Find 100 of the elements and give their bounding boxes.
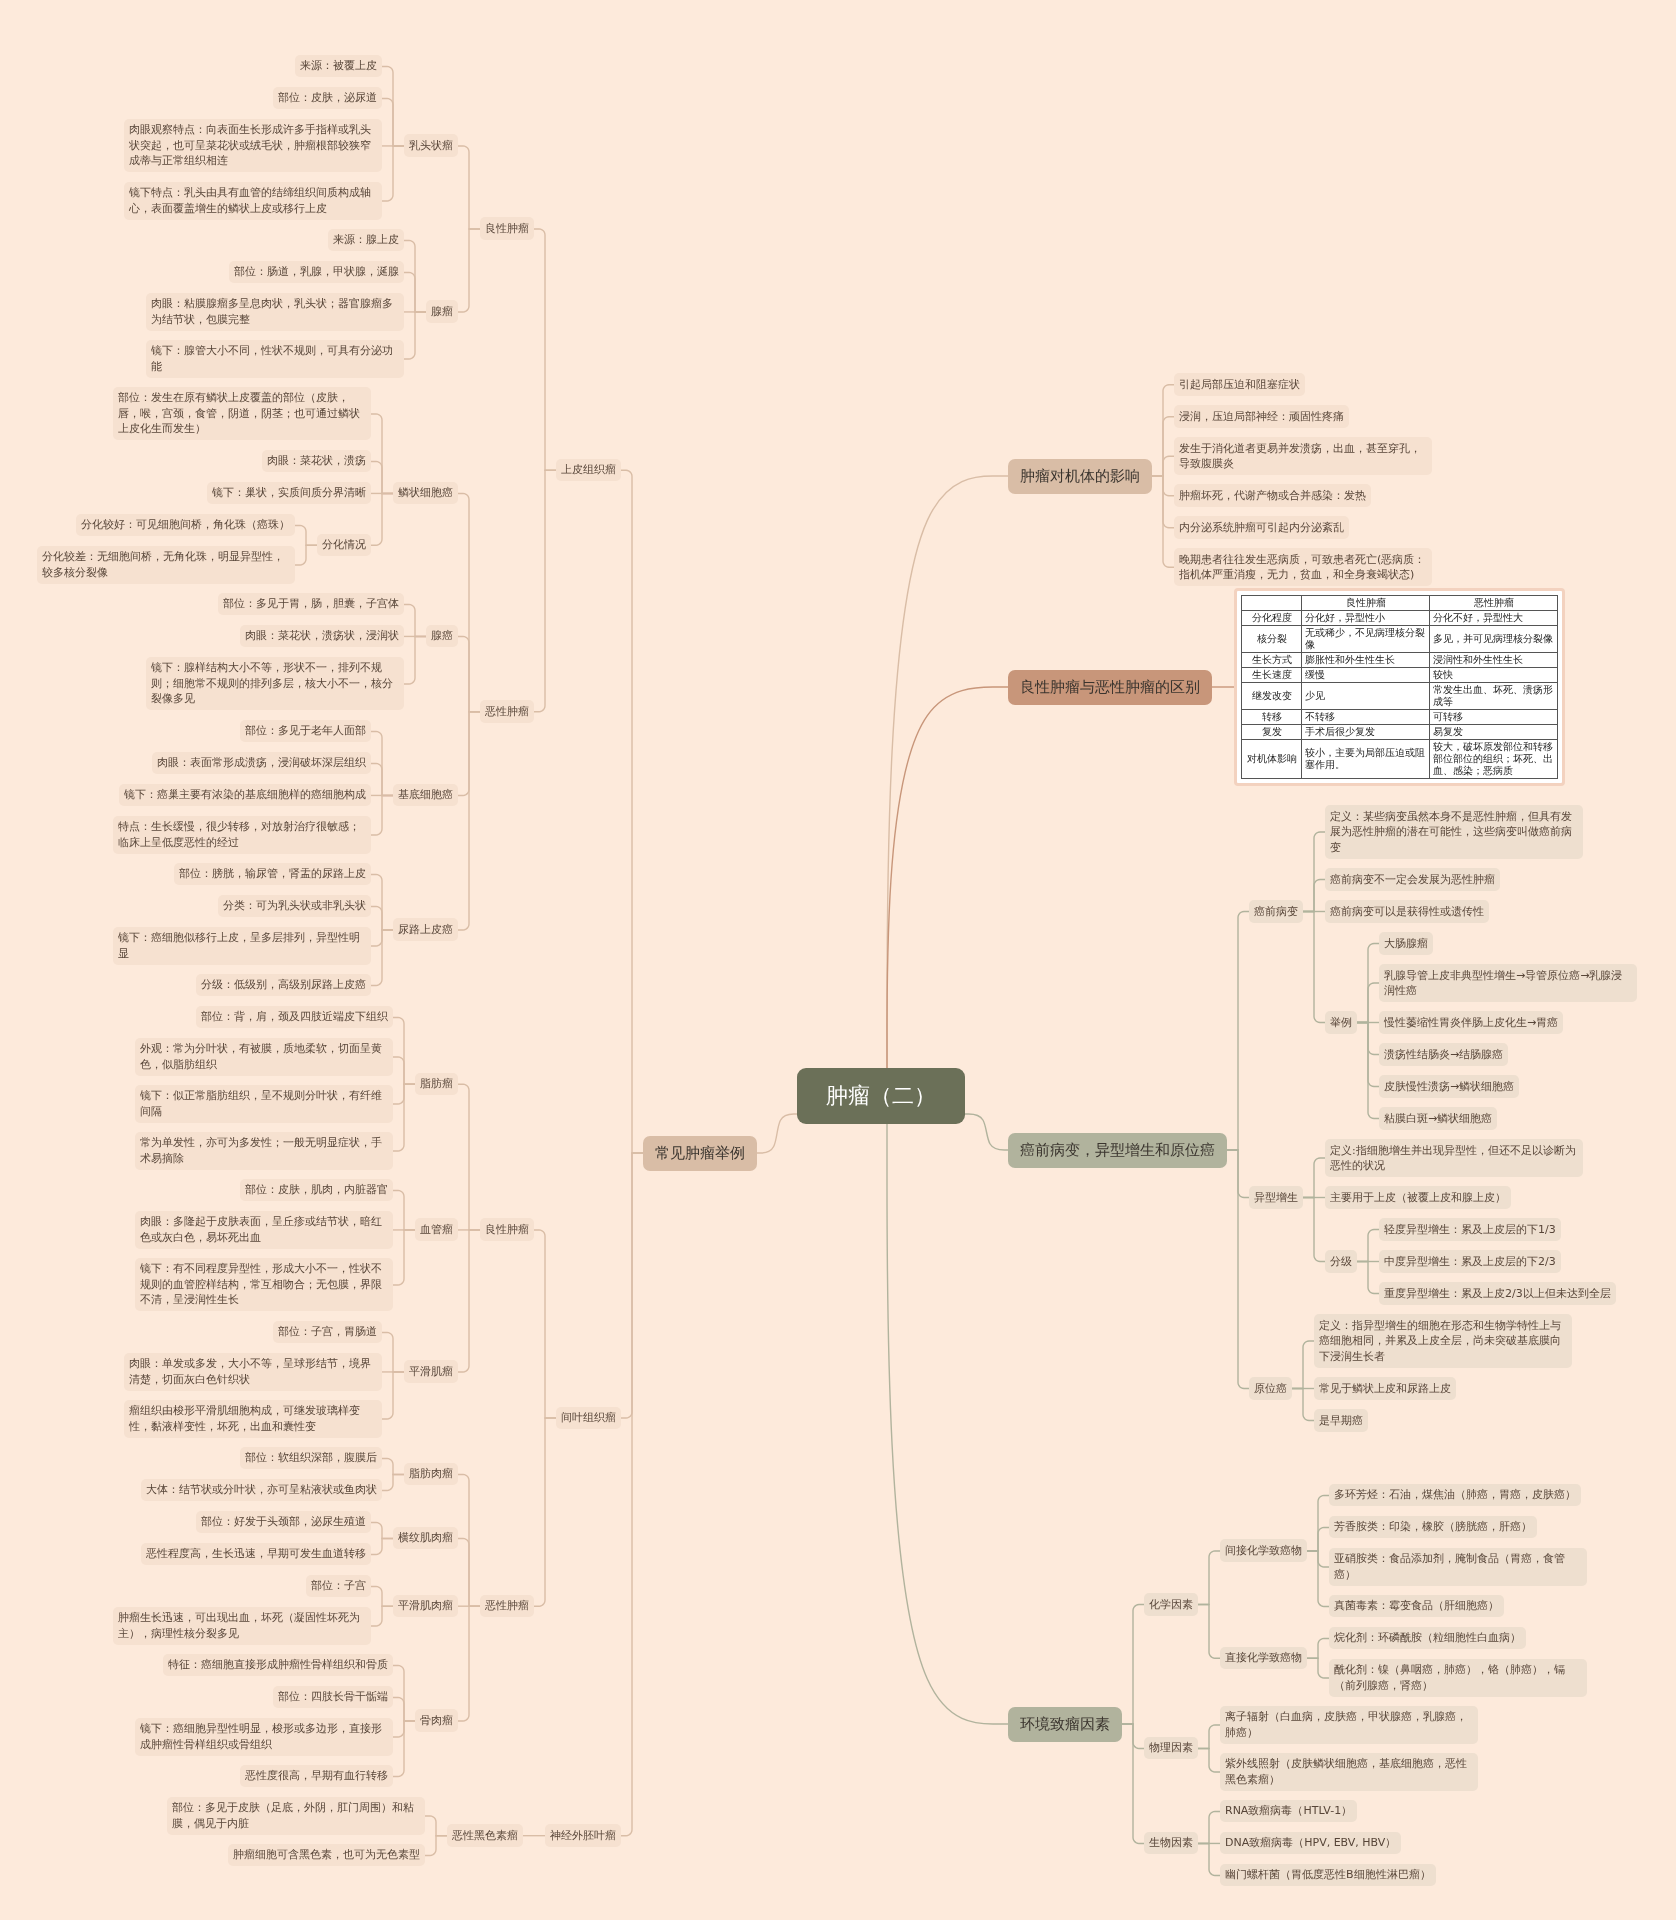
subtopic: 生物因素 <box>1144 1831 1198 1855</box>
table-cell: 手术后很少复发 <box>1301 724 1430 740</box>
row-header: 转移 <box>1241 709 1302 725</box>
subtopic: 常为单发性，亦可为多发性；一般无明显症状，手术易摘除 <box>135 1131 393 1170</box>
table-cell: 可转移 <box>1429 709 1558 725</box>
subtopic: 来源：腺上皮 <box>328 228 404 252</box>
subtopic: 大肠腺瘤 <box>1379 932 1433 955</box>
subtopic: 镜下：有不同程度异型性，形成大小不一，性状不规则的血管腔样结构，常互相吻合；无包膜，界限不清，呈浸润性生长 <box>135 1257 393 1312</box>
table-cell: 膨胀性和外生性生长 <box>1301 652 1430 668</box>
subtopic: 恶性程度高，生长迅速，早期可发生血道转移 <box>141 1542 371 1566</box>
subtopic: 癌前病变 <box>1249 900 1303 923</box>
main-topic: 环境致瘤因素 <box>1008 1706 1122 1742</box>
subtopic: 腺瘤 <box>426 300 458 323</box>
column-header: 良性肿瘤 <box>1301 595 1430 611</box>
subtopic: 大体：结节状或分叶状，亦可呈粘液状或鱼肉状 <box>141 1478 382 1502</box>
connector-line <box>756 1113 798 1154</box>
subtopic: 部位：皮肤，泌尿道 <box>273 86 382 110</box>
connector-line <box>294 544 318 566</box>
subtopic: 分级：低级别，高级别尿路上皮癌 <box>196 973 371 997</box>
subtopic: 镜下：癌细胞似移行上皮，呈多层排列，异型性明显 <box>113 926 371 965</box>
connector-line <box>1226 1149 1250 1390</box>
subtopic: 物理因素 <box>1144 1736 1198 1760</box>
table-cell: 较快 <box>1429 667 1558 683</box>
connector-line <box>403 635 427 685</box>
subtopic: 粘膜白斑→鳞状细胞癌 <box>1379 1107 1498 1130</box>
subtopic: 部位：发生在原有鳞状上皮覆盖的部位（皮肤，唇，喉，宫颈，食管，阴道，阴茎；也可通过鳞状上皮化生而发生） <box>113 386 371 441</box>
connector-line <box>1302 1196 1326 1263</box>
table-cell: 常发生出血、坏死、溃疡形成等 <box>1429 682 1558 710</box>
connector-line <box>457 228 481 313</box>
connector-line <box>1306 1657 1330 1679</box>
subtopic: 定义：某些病变虽然本身不是恶性肿瘤，但具有发展为恶性肿瘤的潜在可能性，这些病变叫做癌前病变 <box>1325 805 1583 859</box>
subtopic: 化学因素 <box>1144 1593 1198 1616</box>
connector-line <box>457 1605 481 1722</box>
connector-line <box>1197 1842 1221 1877</box>
subtopic: 镜下：似正常脂肪组织，呈不规则分叶状，有纤维间隔 <box>135 1084 393 1123</box>
subtopic: 横纹肌肉瘤 <box>393 1526 458 1550</box>
subtopic: 部位：背，肩，颈及四肢近端皮下组织 <box>196 1005 393 1029</box>
connector-line <box>964 1113 1009 1151</box>
comparison-table <box>1234 588 1565 786</box>
subtopic: 举例 <box>1325 1011 1357 1034</box>
subtopic: 乳腺导管上皮非典型性增生→导管原位癌→乳腺浸润性癌 <box>1379 964 1637 1002</box>
subtopic: 脂肪肉瘤 <box>404 1462 458 1486</box>
main-topic: 常见肿瘤举例 <box>643 1135 757 1171</box>
subtopic: 间接化学致癌物 <box>1220 1539 1307 1562</box>
table-cell: 缓慢 <box>1301 667 1430 683</box>
subtopic: 直接化学致癌物 <box>1220 1646 1307 1670</box>
subtopic: 定义：指异型增生的细胞在形态和生物学特性上与癌细胞相同，并累及上皮全层，尚未突破基底膜向下浸润生长者 <box>1314 1314 1572 1368</box>
subtopic: 部位：好发于头颈部，泌尿生殖道 <box>196 1510 371 1534</box>
subtopic: 部位：多见于胃，肠，胆囊，子宫体 <box>218 592 404 616</box>
table-cell: 较大，破坏原发部位和转移部位部位的组织；坏死、出血、感染；恶病质 <box>1429 739 1558 779</box>
connector-line <box>886 686 1009 1069</box>
subtopic: 脂肪瘤 <box>415 1072 458 1096</box>
subtopic: 酰化剂：镍（鼻咽癌，肺癌），铬（肺癌），镉（前列腺癌，肾癌） <box>1329 1658 1587 1697</box>
subtopic: 重度异型增生：累及上皮2/3以上但未达到全层 <box>1379 1282 1616 1305</box>
central-topic: 肿瘤（二） <box>797 1068 965 1124</box>
table-cell: 分化好，异型性小 <box>1301 610 1430 626</box>
subtopic: 主要用于上皮（被覆上皮和腺上皮） <box>1325 1186 1511 1209</box>
row-header: 对机体影响 <box>1241 739 1302 779</box>
subtopic: 内分泌系统肿瘤可引起内分泌紊乱 <box>1174 516 1349 539</box>
subtopic: 恶性黑色素瘤 <box>447 1824 523 1847</box>
connector-line <box>1356 1260 1380 1295</box>
connector-line <box>1302 910 1326 1024</box>
subtopic: 浸润，压迫局部神经：顽固性疼痛 <box>1174 405 1349 428</box>
subtopic: 肉眼：多隆起于皮肤表面，呈丘疹或结节状，暗红色或灰白色，易坏死出血 <box>135 1210 393 1249</box>
subtopic: 定义:指细胞增生并出现异型性，但还不足以诊断为恶性的状况 <box>1325 1139 1583 1177</box>
connector-line <box>403 311 427 360</box>
row-header: 生长速度 <box>1241 667 1302 683</box>
subtopic: 肿瘤生长迅速，可出现出血，坏死（凝固性坏死为主），病理性核分裂多见 <box>113 1606 371 1645</box>
subtopic: 部位：多见于皮肤（足底，外阴，肛门周围）和粘膜，偶见于内脏 <box>167 1796 425 1835</box>
subtopic: 血管瘤 <box>415 1218 458 1241</box>
subtopic: 肉眼观察特点：向表面生长形成许多手指样或乳头状突起，也可呈菜花状或绒毛状，肿瘤根部较狭窄成蒂与正常组织相连 <box>124 118 382 173</box>
subtopic: 平滑肌肉瘤 <box>393 1594 458 1618</box>
subtopic: 部位：软组织深部，腹膜后 <box>240 1446 382 1470</box>
subtopic: 上皮组织瘤 <box>556 458 621 482</box>
subtopic: 异型增生 <box>1249 1186 1303 1209</box>
connector-line <box>424 1835 448 1857</box>
subtopic: 肉眼：粘膜腺瘤多呈息肉状，乳头状；器官腺瘤多为结节状，包膜完整 <box>146 292 404 331</box>
subtopic: 鳞状细胞癌 <box>393 481 458 505</box>
subtopic: 中度异型增生：累及上皮层的下2/3 <box>1379 1250 1561 1273</box>
subtopic: 肉眼：单发或多发，大小不等，呈球形结节，境界清楚，切面灰白色针织状 <box>124 1352 382 1391</box>
subtopic: 溃疡性结肠炎→结肠腺癌 <box>1379 1043 1509 1066</box>
subtopic: 晚期患者往往发生恶病质，可致患者死亡(恶病质：指机体严重消瘦，无力，贫血，和全身衰竭状态) <box>1174 548 1432 587</box>
subtopic: 恶性度很高，早期有血行转移 <box>240 1764 393 1788</box>
subtopic: 神经外胚叶瘤 <box>545 1824 621 1847</box>
subtopic: 离子辐射（白血病，皮肤癌，甲状腺癌，乳腺癌，肺癌） <box>1220 1705 1478 1744</box>
subtopic: 芳香胺类：印染，橡胶（膀胱癌，肝癌） <box>1329 1515 1537 1539</box>
row-header: 生长方式 <box>1241 652 1302 668</box>
connector-line <box>370 1537 394 1556</box>
subtopic: 来源：被覆上皮 <box>295 54 382 78</box>
subtopic: 癌前病变可以是获得性或遗传性 <box>1325 900 1489 923</box>
subtopic: 肉眼：表面常形成溃疡，浸润破坏深层组织 <box>152 751 371 775</box>
subtopic: 肿瘤细胞可含黑色素，也可为无色素型 <box>228 1843 425 1867</box>
subtopic: 烷化剂：环磷酰胺（粒细胞性白血病） <box>1329 1626 1526 1650</box>
subtopic: 原位癌 <box>1249 1377 1292 1400</box>
subtopic: 瘤组织由梭形平滑肌细胞构成，可继发玻璃样变性，黏液样变性，坏死，出血和囊性变 <box>124 1399 382 1438</box>
connector-line <box>1197 1603 1221 1659</box>
subtopic: 部位：皮肤，肌肉，内脏器官 <box>240 1178 393 1202</box>
row-header: 分化程度 <box>1241 610 1302 626</box>
main-topic: 癌前病变，异型增生和原位癌 <box>1008 1132 1227 1168</box>
subtopic: 慢性萎缩性胃炎伴肠上皮化生→胃癌 <box>1379 1011 1564 1034</box>
